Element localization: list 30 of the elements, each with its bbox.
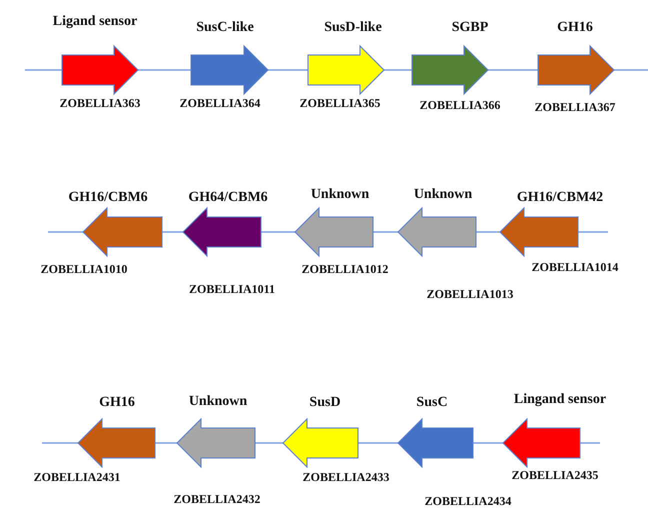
gene-function-label: Unknown: [310, 187, 370, 203]
gene-function-label: GH64/CBM6: [188, 190, 268, 206]
locus-tag-label: ZOBELLIA2435: [512, 468, 598, 483]
locus-tag-label: ZOBELLIA364: [180, 96, 260, 111]
gene-function-label: SusD: [309, 395, 341, 411]
locus-tag-label: ZOBELLIA1012: [302, 262, 388, 277]
locus-tag-label: ZOBELLIA2431: [34, 470, 120, 485]
locus-tag-label: ZOBELLIA2434: [424, 494, 512, 509]
gene-function-label: Lingand sensor: [514, 392, 606, 408]
locus-tag-label: ZOBELLIA1013: [426, 287, 514, 302]
gene-function-label: Unknown: [414, 187, 472, 203]
locus-tag-label: ZOBELLIA367: [534, 100, 616, 115]
gene-function-label: GH16/CBM6: [68, 190, 148, 206]
gene-function-label: GH16: [557, 20, 593, 36]
gene-function-label: SusC-like: [196, 20, 254, 36]
gene-function-label: Unknown: [188, 394, 248, 410]
gene-function-label: SusC: [416, 395, 448, 411]
gene-function-label: SusD-like: [324, 20, 382, 36]
locus-tag-label: ZOBELLIA1014: [532, 260, 618, 275]
locus-tag-label: ZOBELLIA363: [60, 96, 140, 111]
gene-function-label: SGBP: [452, 20, 488, 36]
locus-tag-label: ZOBELLIA365: [300, 96, 380, 111]
locus-tag-label: ZOBELLIA2433: [302, 470, 390, 485]
locus-tag-label: ZOBELLIA366: [420, 98, 500, 113]
gene-function-label: GH16/CBM42: [516, 190, 604, 206]
gene-function-label: Ligand sensor: [52, 14, 138, 30]
locus-tag-label: ZOBELLIA2432: [174, 492, 260, 507]
gene-function-label: GH16: [99, 395, 135, 411]
locus-tag-label: ZOBELLIA1010: [40, 262, 128, 277]
locus-tag-label: ZOBELLIA1011: [188, 282, 276, 297]
